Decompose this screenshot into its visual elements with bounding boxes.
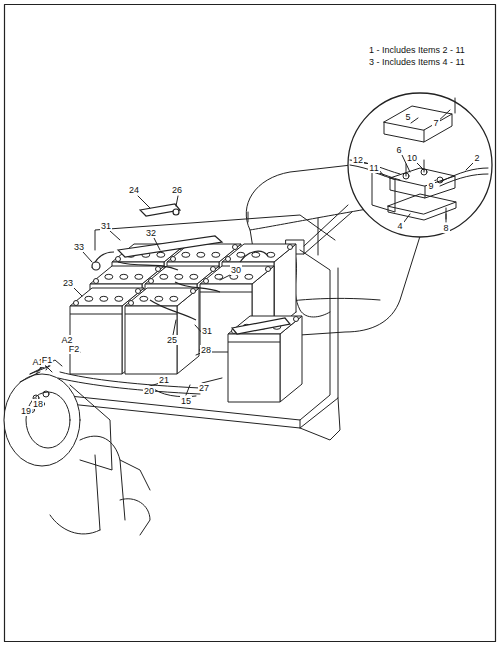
page-frame	[5, 5, 496, 642]
cover	[384, 106, 452, 142]
hold-downs	[92, 204, 290, 334]
callout-number: 5	[404, 112, 411, 122]
callout-number: 24	[128, 185, 140, 195]
callout-number: 25	[166, 335, 178, 345]
note: 3 - Includes Items 4 - 11	[368, 57, 466, 67]
callout-number: 19	[20, 406, 32, 416]
callout-number: 27	[198, 383, 210, 393]
callout-number: 32	[145, 228, 157, 238]
battery	[125, 288, 199, 374]
axle	[50, 436, 150, 534]
callout-number: 2	[473, 153, 480, 163]
callout-number: 10	[406, 153, 418, 163]
callout-number: F1	[41, 355, 54, 365]
callout-number: 18	[32, 399, 44, 409]
callout-number: 31	[100, 221, 112, 231]
terminal-block	[390, 168, 455, 198]
callout-number: 20	[143, 386, 155, 396]
callout-number: 31	[201, 326, 213, 336]
callout-number: F2	[68, 344, 81, 354]
callout-number: 12	[352, 155, 364, 165]
inset-circle	[348, 93, 492, 237]
callout-number: 11	[368, 163, 379, 173]
battery	[228, 316, 302, 402]
callout-number: 4	[396, 221, 403, 231]
callout-number: 28	[200, 345, 212, 355]
callout-number: 8	[442, 223, 449, 233]
callout-number: 15	[180, 396, 192, 406]
callout-number: 7	[432, 118, 439, 128]
callout-number: 26	[171, 185, 183, 195]
callout-number: 33	[73, 242, 85, 252]
callout-number: 21	[158, 375, 170, 385]
motor	[4, 360, 112, 470]
note: 1 - Includes Items 2 - 11	[368, 45, 466, 55]
callout-number: 30	[230, 265, 242, 275]
callout-number: 9	[427, 181, 434, 191]
batteries	[70, 244, 302, 402]
callout-number: 6	[395, 145, 402, 155]
callout-number: 23	[62, 278, 74, 288]
